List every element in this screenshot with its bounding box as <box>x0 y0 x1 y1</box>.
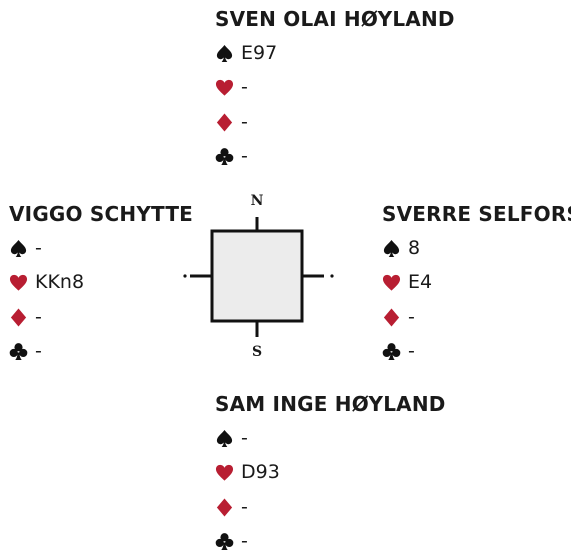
cards-spades: - <box>241 429 248 448</box>
suit-row-spades: E97 <box>215 36 455 71</box>
dot-east <box>330 274 333 277</box>
club-icon <box>215 532 234 551</box>
cards-diamonds: - <box>35 308 42 327</box>
cards-spades: - <box>35 239 42 258</box>
table-square <box>212 231 302 321</box>
cards-spades: 8 <box>408 239 420 258</box>
hand-north: SVEN OLAI HØYLAND E97 - - - <box>215 6 455 174</box>
compass-north-label: N <box>247 193 267 209</box>
suit-row-spades: - <box>215 421 446 456</box>
club-icon <box>9 342 28 361</box>
cards-clubs: - <box>408 342 415 361</box>
spade-icon <box>215 44 234 63</box>
suit-row-hearts: KKn8 <box>9 266 193 301</box>
player-name-east: SVERRE SELFORS <box>382 201 571 231</box>
suit-row-clubs: - <box>215 525 446 559</box>
cards-diamonds: - <box>241 498 248 517</box>
suit-row-spades: - <box>9 231 193 266</box>
suit-row-clubs: - <box>9 335 193 370</box>
club-icon <box>215 147 234 166</box>
cards-hearts: D93 <box>241 463 280 482</box>
dot-west <box>183 274 186 277</box>
cards-clubs: - <box>241 147 248 166</box>
cards-diamonds: - <box>408 308 415 327</box>
player-name-west: VIGGO SCHYTTE <box>9 201 193 231</box>
suit-row-clubs: - <box>215 140 455 175</box>
compass: N S <box>170 185 350 365</box>
diamond-icon <box>9 308 28 327</box>
suit-row-hearts: D93 <box>215 456 446 491</box>
hand-east: SVERRE SELFORS 8 E4 - - <box>382 201 571 369</box>
heart-icon <box>215 78 234 97</box>
player-name-south: SAM INGE HØYLAND <box>215 391 446 421</box>
suit-row-spades: 8 <box>382 231 571 266</box>
compass-south-label: S <box>247 344 267 360</box>
spade-icon <box>215 429 234 448</box>
cards-spades: E97 <box>241 44 277 63</box>
cards-hearts: KKn8 <box>35 273 84 292</box>
cards-clubs: - <box>35 342 42 361</box>
suit-row-hearts: - <box>215 71 455 106</box>
spade-icon <box>382 239 401 258</box>
diamond-icon <box>215 498 234 517</box>
suit-row-diamonds: - <box>215 105 455 140</box>
compass-graphic <box>170 185 350 365</box>
suit-row-hearts: E4 <box>382 266 571 301</box>
hand-south: SAM INGE HØYLAND - D93 - - <box>215 391 446 559</box>
spade-icon <box>9 239 28 258</box>
suit-row-diamonds: - <box>382 300 571 335</box>
suit-row-diamonds: - <box>215 490 446 525</box>
heart-icon <box>215 463 234 482</box>
cards-diamonds: - <box>241 113 248 132</box>
cards-hearts: E4 <box>408 273 432 292</box>
cards-clubs: - <box>241 532 248 551</box>
heart-icon <box>382 273 401 292</box>
suit-row-diamonds: - <box>9 300 193 335</box>
suit-row-clubs: - <box>382 335 571 370</box>
club-icon <box>382 342 401 361</box>
player-name-north: SVEN OLAI HØYLAND <box>215 6 455 36</box>
hand-west: VIGGO SCHYTTE - KKn8 - - <box>9 201 193 369</box>
cards-hearts: - <box>241 78 248 97</box>
diamond-icon <box>215 113 234 132</box>
diamond-icon <box>382 308 401 327</box>
heart-icon <box>9 273 28 292</box>
